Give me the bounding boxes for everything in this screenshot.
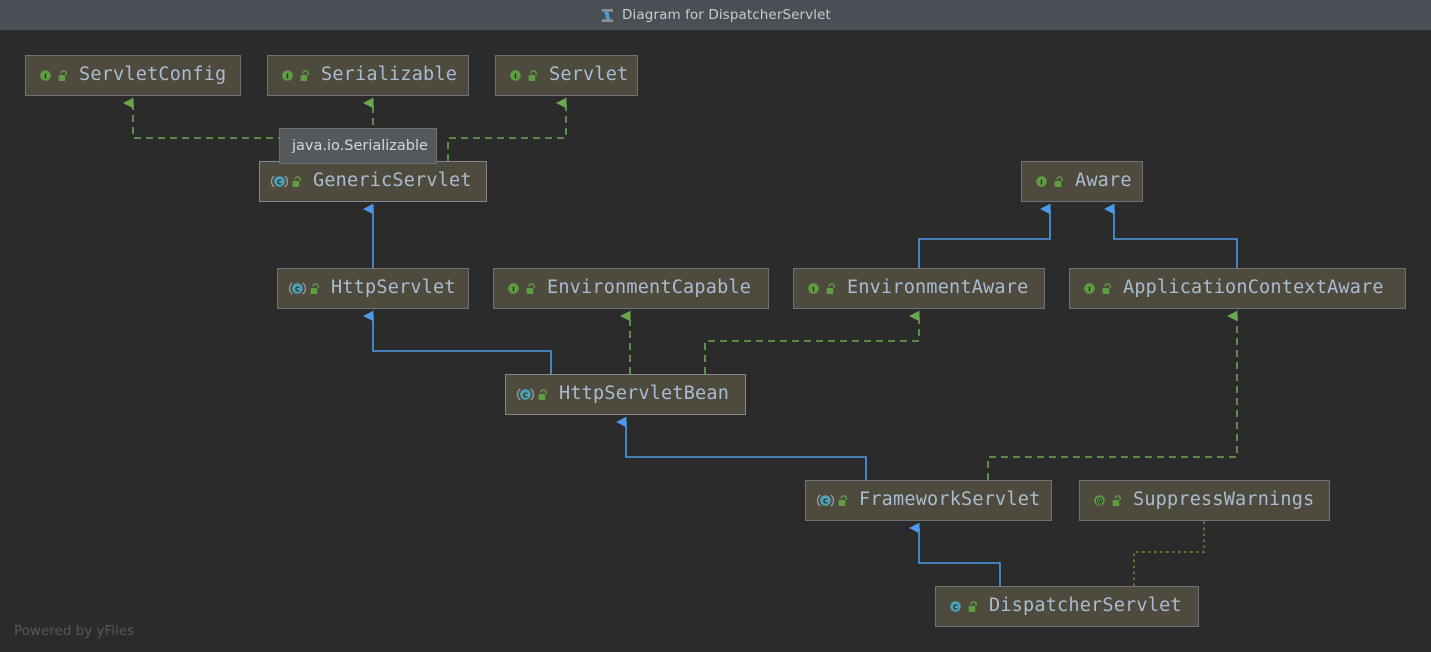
node-httpservlet[interactable]: C HttpServlet <box>277 268 469 309</box>
class-icon: C <box>817 492 834 509</box>
interface-icon: I <box>1033 173 1050 190</box>
node-label: HttpServlet <box>331 277 456 299</box>
window-titlebar: Diagram for DispatcherServlet <box>0 0 1431 31</box>
node-environmentaware[interactable]: I EnvironmentAware <box>793 268 1045 309</box>
interface-icon: I <box>805 280 822 297</box>
node-icons: I <box>505 280 538 297</box>
svg-text:@: @ <box>1095 496 1103 506</box>
public-unlocked-icon <box>291 175 304 189</box>
node-label: Serializable <box>321 64 458 86</box>
node-icons: I <box>805 280 838 297</box>
class-icon: C <box>271 173 288 190</box>
node-servlet[interactable]: I Servlet <box>495 55 638 96</box>
edge-httpservletbean-to-environmentaware[interactable] <box>704 310 920 374</box>
node-icons: @ <box>1091 492 1124 509</box>
node-suppresswarnings[interactable]: @ SuppressWarnings <box>1079 480 1330 521</box>
yfiles-watermark: Powered by yFiles <box>14 623 134 639</box>
edge-environmentaware-to-aware[interactable] <box>918 203 1051 268</box>
edge-genericservlet-to-servletconfig[interactable] <box>123 97 299 161</box>
svg-text:I: I <box>44 72 47 81</box>
edge-applicationcontextaware-to-aware[interactable] <box>1104 203 1238 268</box>
edge-frameworkservlet-to-applicationcontextaware[interactable] <box>987 310 1238 480</box>
public-unlocked-icon <box>825 282 838 296</box>
edge-genericservlet-to-servlet[interactable] <box>447 97 567 161</box>
node-httpservletbean[interactable]: C HttpServletBean <box>505 374 746 415</box>
edge-frameworkservlet-to-httpservletbean[interactable] <box>616 416 867 480</box>
node-label: SuppressWarnings <box>1133 489 1315 511</box>
svg-text:I: I <box>812 285 815 294</box>
node-dispatcherservlet[interactable]: C DispatcherServlet <box>935 586 1199 627</box>
node-icons: C <box>817 492 850 509</box>
node-label: GenericServlet <box>313 170 472 192</box>
interface-icon: I <box>507 67 524 84</box>
node-serializable[interactable]: I Serializable <box>267 55 469 96</box>
edge-layer <box>123 97 1238 586</box>
node-label: DispatcherServlet <box>989 595 1182 617</box>
public-unlocked-icon <box>299 69 312 83</box>
node-icons: C <box>517 386 550 403</box>
interface-icon: I <box>505 280 522 297</box>
node-icons: I <box>507 67 540 84</box>
edge-dispatcherservlet-to-suppresswarnings[interactable] <box>1133 521 1205 586</box>
public-unlocked-icon <box>1053 175 1066 189</box>
public-unlocked-icon <box>837 494 850 508</box>
node-label: Aware <box>1075 170 1132 192</box>
node-label: ServletConfig <box>79 64 227 86</box>
node-icons: I <box>37 67 70 84</box>
svg-text:I: I <box>286 72 289 81</box>
tooltip-text: java.io.Serializable <box>292 138 428 154</box>
svg-text:I: I <box>1040 178 1043 187</box>
svg-text:C: C <box>823 497 828 506</box>
node-servletconfig[interactable]: I ServletConfig <box>25 55 241 96</box>
node-label: EnvironmentAware <box>847 277 1029 299</box>
node-environmentcapable[interactable]: I EnvironmentCapable <box>493 268 769 309</box>
node-icons: I <box>1033 173 1066 190</box>
window-title: Diagram for DispatcherServlet <box>622 7 831 23</box>
public-unlocked-icon <box>527 69 540 83</box>
node-icons: I <box>1081 280 1114 297</box>
node-icons: I <box>279 67 312 84</box>
class-icon: C <box>947 598 964 615</box>
public-unlocked-icon <box>537 388 550 402</box>
tooltip-java-io-serializable: java.io.Serializable <box>279 128 437 164</box>
node-genericservlet[interactable]: C GenericServlet <box>259 161 487 202</box>
node-aware[interactable]: I Aware <box>1021 161 1143 202</box>
class-icon: C <box>517 386 534 403</box>
node-frameworkservlet[interactable]: C FrameworkServlet <box>805 480 1052 521</box>
svg-text:I: I <box>512 285 515 294</box>
node-label: EnvironmentCapable <box>547 277 752 299</box>
public-unlocked-icon <box>1111 494 1124 508</box>
node-label: Servlet <box>549 64 629 86</box>
svg-text:I: I <box>1088 285 1091 294</box>
svg-text:I: I <box>514 72 517 81</box>
watermark-text: Powered by yFiles <box>14 623 135 639</box>
edge-httpservletbean-to-httpservlet[interactable] <box>363 310 552 374</box>
annotation-icon: @ <box>1091 492 1108 509</box>
svg-text:C: C <box>295 285 300 294</box>
interface-icon: I <box>37 67 54 84</box>
public-unlocked-icon <box>967 600 980 614</box>
public-unlocked-icon <box>57 69 70 83</box>
edge-dispatcherservlet-to-frameworkservlet[interactable] <box>909 522 1001 586</box>
public-unlocked-icon <box>1101 282 1114 296</box>
node-label: ApplicationContextAware <box>1123 277 1384 299</box>
diagram-hierarchy-icon <box>600 8 615 23</box>
node-icons: C <box>289 280 322 297</box>
svg-text:C: C <box>953 603 958 612</box>
public-unlocked-icon <box>525 282 538 296</box>
public-unlocked-icon <box>309 282 322 296</box>
node-icons: C <box>271 173 304 190</box>
node-applicationcontextaware[interactable]: I ApplicationContextAware <box>1069 268 1406 309</box>
node-icons: C <box>947 598 980 615</box>
svg-text:C: C <box>277 178 282 187</box>
node-label: HttpServletBean <box>559 383 730 405</box>
interface-icon: I <box>279 67 296 84</box>
node-label: FrameworkServlet <box>859 489 1041 511</box>
svg-text:C: C <box>523 391 528 400</box>
interface-icon: I <box>1081 280 1098 297</box>
class-icon: C <box>289 280 306 297</box>
